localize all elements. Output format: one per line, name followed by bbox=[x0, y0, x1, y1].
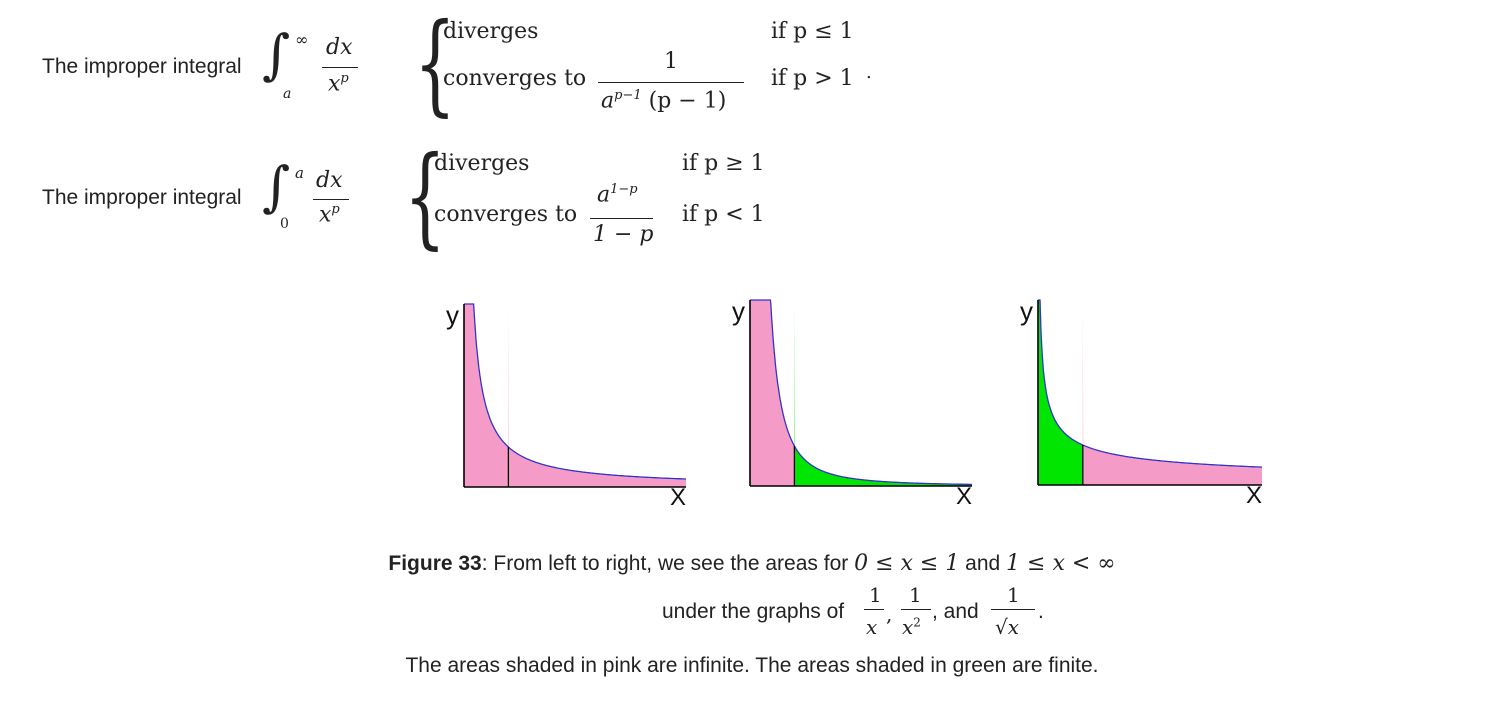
x-axis-label: X bbox=[956, 483, 972, 510]
case-1-condition: if p ≤ 1 bbox=[771, 19, 854, 44]
left-brace: { bbox=[414, 0, 456, 127]
comma-1: , bbox=[886, 602, 893, 626]
case-2-text: converges to bbox=[443, 66, 587, 91]
region-left-infinite bbox=[464, 304, 509, 487]
caption-line-2-end: . bbox=[1038, 600, 1044, 623]
integrand-numerator: dx bbox=[326, 35, 353, 60]
region-right-finite bbox=[794, 300, 972, 486]
figure-label: Figure 33 bbox=[388, 552, 482, 575]
caption-math-1: 0 ≤ x ≤ 1 bbox=[854, 551, 960, 576]
graph-1: yX bbox=[446, 300, 686, 511]
case-1-condition: if p ≥ 1 bbox=[682, 151, 765, 176]
integrand-denominator: xp bbox=[328, 71, 349, 97]
frac1-bar bbox=[864, 609, 884, 611]
case-2-fraction-denominator: 1 − p bbox=[593, 222, 654, 247]
formula-2-lead-text: The improper integral bbox=[42, 186, 242, 209]
caption-line-1: Figure 33: From left to right, we see th… bbox=[388, 551, 1116, 576]
frac1-numerator: 1 bbox=[869, 583, 882, 607]
formula-1-lead-text: The improper integral bbox=[42, 55, 242, 78]
frac2-bar bbox=[901, 609, 931, 611]
frac3-denominator: √x bbox=[995, 615, 1020, 639]
integrand-fraction-bar bbox=[322, 67, 358, 69]
frac2-denominator: x2 bbox=[902, 615, 921, 639]
integral-upper-limit: ∞ bbox=[295, 30, 309, 49]
case-1-text: diverges bbox=[443, 19, 539, 44]
y-axis-label: y bbox=[732, 296, 745, 326]
case-1-text: diverges bbox=[434, 151, 530, 176]
function-curve bbox=[1038, 299, 1262, 468]
caption-line-2-start: under the graphs of bbox=[662, 600, 845, 623]
integral-sign: ∫ bbox=[262, 155, 291, 218]
integral-lower-limit: 0 bbox=[280, 216, 289, 232]
integrand-numerator: dx bbox=[316, 168, 343, 193]
region-left-infinite bbox=[750, 300, 795, 486]
integrand-fraction-bar bbox=[313, 199, 349, 201]
graph-2: yX bbox=[732, 296, 972, 510]
frac3-bar bbox=[991, 609, 1035, 611]
integrand-denominator: xp bbox=[319, 202, 340, 228]
trailing-period: . bbox=[866, 62, 872, 83]
frac3-numerator: 1 bbox=[1007, 583, 1020, 607]
integral-sign: ∫ bbox=[262, 23, 291, 86]
y-axis-label: y bbox=[1020, 296, 1033, 326]
region-left-finite bbox=[1038, 300, 1083, 485]
caption-line-3: The areas shaded in pink are infinite. T… bbox=[405, 654, 1099, 677]
caption-line-2-and: , and bbox=[932, 600, 979, 623]
case-2-fraction-denominator: ap−1 (p − 1) bbox=[601, 88, 727, 114]
case-2-fraction-numerator: 1 bbox=[664, 49, 678, 74]
case-2-fraction-bar bbox=[598, 82, 744, 84]
integral-lower-limit: a bbox=[283, 86, 292, 102]
region-right-infinite bbox=[508, 304, 686, 487]
integral-upper-limit: a bbox=[295, 164, 304, 182]
case-2-condition: if p < 1 bbox=[682, 202, 765, 227]
case-2-text: converges to bbox=[434, 202, 578, 227]
caption-math-2: 1 ≤ x < ∞ bbox=[1006, 551, 1116, 576]
function-curve bbox=[750, 299, 972, 486]
case-2-condition: if p > 1 bbox=[771, 66, 854, 91]
x-axis-label: X bbox=[1246, 482, 1262, 509]
x-axis-label: X bbox=[670, 484, 686, 511]
frac2-numerator: 1 bbox=[909, 583, 922, 607]
function-curve bbox=[464, 303, 686, 480]
left-brace: { bbox=[404, 132, 446, 260]
frac1-denominator: x bbox=[866, 615, 878, 639]
graph-3: yX bbox=[1020, 296, 1262, 509]
case-2-fraction-bar bbox=[590, 218, 653, 220]
y-axis-label: y bbox=[446, 300, 459, 330]
region-right-infinite bbox=[1082, 300, 1262, 485]
case-2-fraction-numerator: a1−p bbox=[597, 182, 638, 208]
